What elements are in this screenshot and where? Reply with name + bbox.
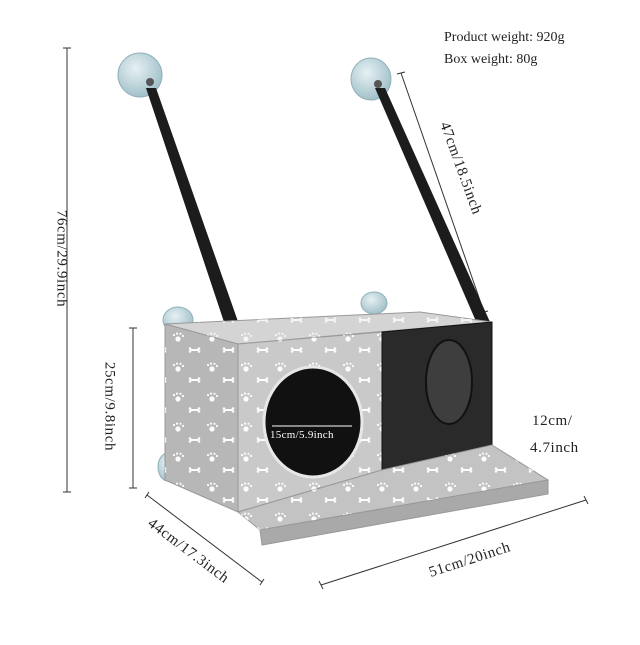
strap-left: [146, 88, 248, 352]
lip-depth-label-inch: 4.7inch: [530, 440, 579, 456]
lip-depth-label-cm: 12cm/: [532, 413, 573, 429]
hole-diameter-label: 15cm/5.9inch: [270, 429, 334, 441]
box-height-label: 25cm/9.8inch: [101, 361, 118, 452]
product-weight-text: Product weight: 920g: [444, 30, 565, 45]
entry-hole: [262, 365, 364, 479]
dimension-lines: [63, 47, 589, 590]
hammock-box: [164, 311, 550, 546]
strap-right: [375, 88, 490, 326]
suction-cup-left: [117, 52, 163, 98]
total-height-label: 76cm/29.9inch: [53, 209, 70, 308]
box-weight-text: Box weight: 80g: [444, 52, 538, 67]
